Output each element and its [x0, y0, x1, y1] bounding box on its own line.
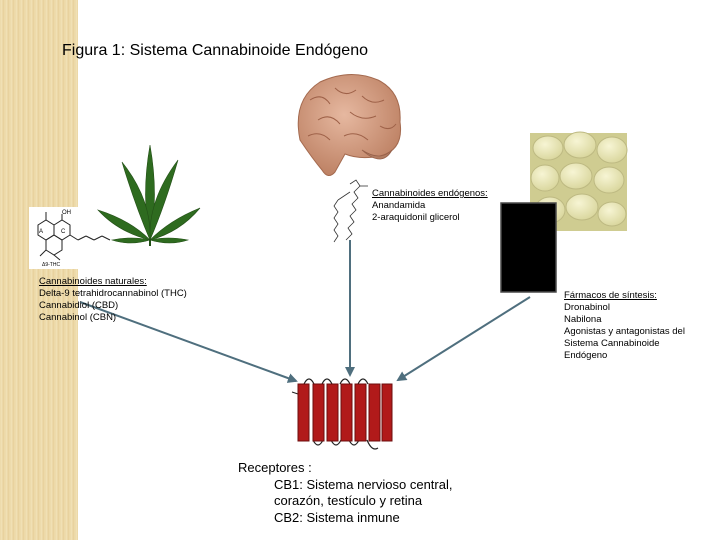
thc-molecule-image [29, 207, 111, 269]
endogenous-heading: Cannabinoides endógenos: [372, 188, 488, 199]
natural-item-cbd: Cannabidiol (CBD) [39, 300, 119, 311]
endogenous-item-anandamida: Anandamida [372, 200, 426, 211]
endogenous-cannabinoids-block: Cannabinoides endógenos: Anandamida 2-ar… [372, 188, 488, 224]
molecule-oh-label: OH [62, 210, 71, 216]
natural-cannabinoids-block: Cannabinoides naturales: Delta-9 tetrahi… [39, 276, 187, 324]
decorative-side-strip [0, 0, 78, 540]
receptors-block: Receptores : CB1: Sistema nervioso centr… [238, 460, 452, 526]
arrow-natural-to-receptor [79, 301, 298, 383]
receptors-line-cb1-cont: corazón, testículo y retina [274, 493, 423, 508]
molecule-ring-c-label: C [61, 229, 66, 235]
cannabis-leaf-image [97, 144, 201, 246]
molecule-thc-label: Δ9-THC [42, 262, 60, 268]
receptor-image [291, 378, 393, 450]
molecule-ring-a-label: A [39, 229, 43, 235]
synthetic-item-nabilona: Nabilona [564, 314, 602, 325]
figure-title: Figura 1: Sistema Cannabinoide Endógeno [62, 42, 368, 59]
endogenous-item-2ag: 2-araquidonil glicerol [372, 212, 460, 223]
natural-item-thc: Delta-9 tetrahidrocannabinol (THC) [39, 288, 187, 299]
synthetic-drugs-block: Fármacos de síntesis: Dronabinol Nabilon… [564, 290, 685, 362]
natural-heading: Cannabinoides naturales: [39, 276, 147, 287]
natural-item-cbn: Cannabinol (CBN) [39, 312, 117, 323]
synthetic-item-agonistas: Agonistas y antagonistas del [564, 326, 685, 337]
arrow-synthetic-to-receptor [396, 296, 531, 382]
black-image-box [500, 202, 557, 293]
brain-image [297, 74, 402, 176]
synthetic-item-sistema: Sistema Cannabinoide [564, 338, 660, 349]
synthetic-heading: Fármacos de síntesis: [564, 290, 657, 301]
synthetic-item-endogeno: Endógeno [564, 350, 608, 361]
receptors-line-cb1: CB1: Sistema nervioso central, [274, 476, 453, 492]
anandamide-molecule-image [333, 179, 368, 243]
receptors-line-cb2: CB2: Sistema inmune [274, 509, 400, 525]
receptors-heading: Receptores : [238, 460, 312, 475]
synthetic-item-dronabinol: Dronabinol [564, 302, 610, 313]
